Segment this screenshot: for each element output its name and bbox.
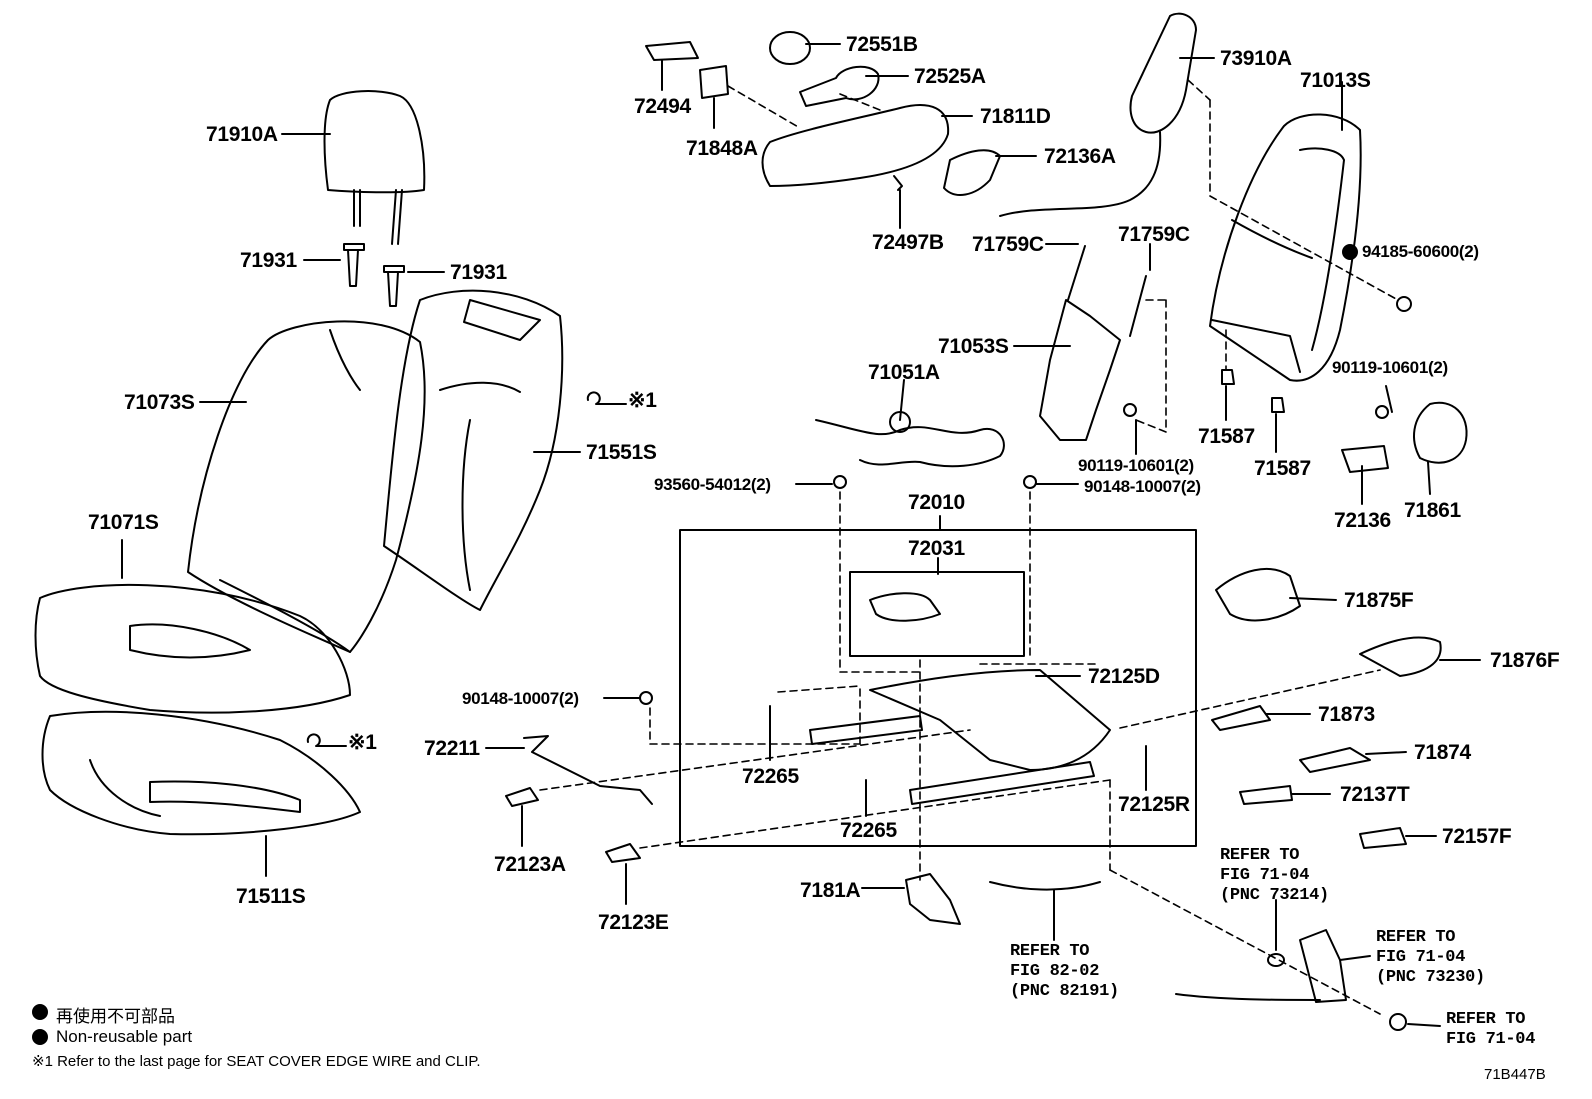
seat-adjuster-part [809,592,1111,805]
bullet-dot [32,1029,48,1045]
part-label: 72265 [840,819,897,842]
part-label: 72265 [742,765,799,788]
side-cover-parts [1211,568,1442,849]
bolt-part [1023,475,1037,489]
part-label: 90119-10601(2) [1332,358,1448,377]
part-label: 71071S [88,511,159,534]
part-label: 94185-60600(2) [1362,242,1479,261]
dashed-guides [539,79,1399,1015]
part-label: 72211 [424,737,480,760]
part-label: 72123E [598,911,669,934]
part-label: 71876F [1490,649,1560,672]
nut-part [1396,296,1412,312]
part-label: 72136A [1044,145,1116,168]
grommet-part [1267,953,1285,967]
bracket-part [1341,445,1389,473]
part-label: 71053S [938,335,1009,358]
bolt-part [1123,403,1137,417]
part-label: 71931 [240,249,297,272]
note-mark: ※1 [628,389,657,412]
part-label: 72551B [846,33,918,56]
part-label: 71551S [586,441,657,464]
part-label: 71910A [206,123,278,146]
part-label: 71587 [1198,425,1255,448]
side-airbag-part [999,12,1197,217]
part-label: 71861 [1404,499,1461,522]
recliner-part [1039,245,1147,441]
note-mark: ※1 [348,731,377,754]
part-label: 71931 [450,261,507,284]
part-label: 72497B [872,231,944,254]
part-label: 72123A [494,853,566,876]
switch-part [905,873,961,925]
part-label: 72137T [1340,783,1410,806]
part-label: 72125D [1088,665,1160,688]
part-label: 7181A [800,879,861,902]
legend-note: ※1 Refer to the last page for SEAT COVER… [32,1053,481,1070]
part-label: 72525A [914,65,986,88]
part-label: 71051A [868,361,940,384]
part-label: 72031 [908,537,965,560]
legend-jp: 再使用不可部品 [56,1007,175,1026]
harness-part [989,881,1101,891]
bolt-part [833,475,847,489]
part-label: 71873 [1318,703,1375,726]
part-label: 71848A [686,137,758,160]
part-label: 71073S [124,391,195,414]
seatback-cover-part [383,289,564,611]
part-label: 71875F [1344,589,1414,612]
armrest-assembly-part [645,31,1001,196]
clip-part [1221,369,1235,385]
frame-rod-part [523,735,653,805]
part-label: 72157F [1442,825,1512,848]
part-label: 90119-10601(2) [1078,456,1194,475]
part-label: 71759C [972,233,1044,256]
bullet-dot [1342,244,1358,260]
bolt-part [1375,405,1389,419]
part-label: 71587 [1254,457,1311,480]
part-label: 71874 [1414,741,1471,764]
part-label: 71759C [1118,223,1190,246]
part-label: 72136 [1334,509,1391,532]
diagram-code: 71B447B [1484,1066,1546,1083]
seatback-frame-part [1209,113,1362,382]
buckle-wire-part [1175,993,1321,1001]
part-label: 72010 [908,491,965,514]
part-label: 71013S [1300,69,1371,92]
nut-part [1389,1013,1407,1031]
cushion-cover-part [41,710,361,836]
part-label: 93560-54012(2) [654,475,771,494]
leader-lines [121,43,1481,1027]
seatback-pad-part [187,320,426,653]
lumbar-part [1413,401,1468,464]
legend-en: Non-reusable part [56,1027,193,1046]
seat-cushion-pad-part [34,583,351,714]
seatbelt-buckle-part [1299,929,1347,1003]
bullet-dot [32,1004,48,1020]
part-label: 71511S [236,885,306,908]
clip-part [605,843,641,863]
part-label: 90148-10007(2) [462,689,579,708]
part-label: 72494 [634,95,691,118]
part-label: 73910A [1220,47,1292,70]
part-label: 72125R [1118,793,1190,816]
part-label: 90148-10007(2) [1084,477,1201,496]
clip-mark [306,733,347,747]
headrest-part [323,90,426,245]
bolt-part [639,691,653,705]
headrest-guide-part [343,243,405,307]
clip-mark [586,391,627,405]
part-label: 71811D [980,105,1051,128]
wire-harness-part [815,411,1005,468]
clip-part [505,787,539,807]
clip-part [1271,397,1285,413]
adjuster-box [679,529,1197,847]
